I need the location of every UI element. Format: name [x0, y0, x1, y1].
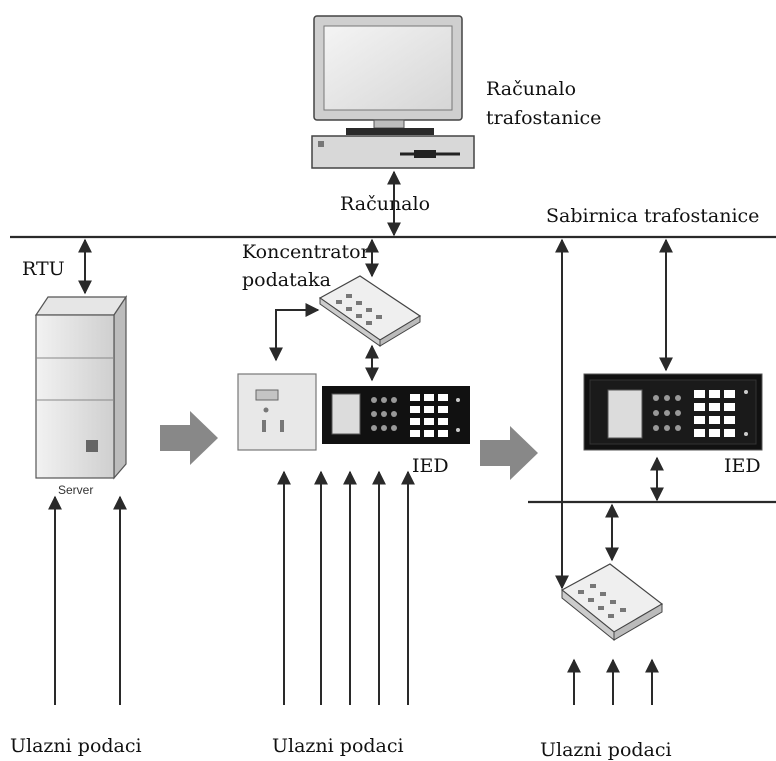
input-label-2: Ulazni podaci [272, 735, 404, 757]
input-label-1: Ulazni podaci [10, 735, 142, 757]
rtu-label: RTU [22, 258, 65, 280]
server-icon [34, 295, 128, 480]
ied-label-2: IED [724, 455, 761, 477]
server-label: Server [58, 483, 93, 497]
ied-label-1: IED [412, 455, 449, 477]
computer-label: Računalo [340, 193, 430, 215]
bus-label: Sabirnica trafostanice [546, 205, 759, 227]
input-label-3: Ulazni podaci [540, 739, 672, 761]
substation-computer [311, 15, 475, 169]
computer-title-line2: trafostanice [486, 107, 601, 129]
ied-device-icon-1 [322, 386, 470, 444]
flow-arrow-2 [480, 426, 538, 480]
concentrator-title-line1: Koncentrator [242, 241, 371, 263]
ied-device-icon-2 [583, 373, 763, 451]
concentrator-title-line2: podataka [242, 269, 331, 291]
protection-relay-icon [237, 373, 317, 451]
data-concentrator-icon [318, 275, 422, 347]
data-concentrator-icon-2 [560, 563, 664, 642]
computer-title-line1: Računalo [486, 78, 576, 100]
flow-arrow-1 [160, 411, 218, 465]
concentrator-panel-arrow [269, 303, 320, 362]
